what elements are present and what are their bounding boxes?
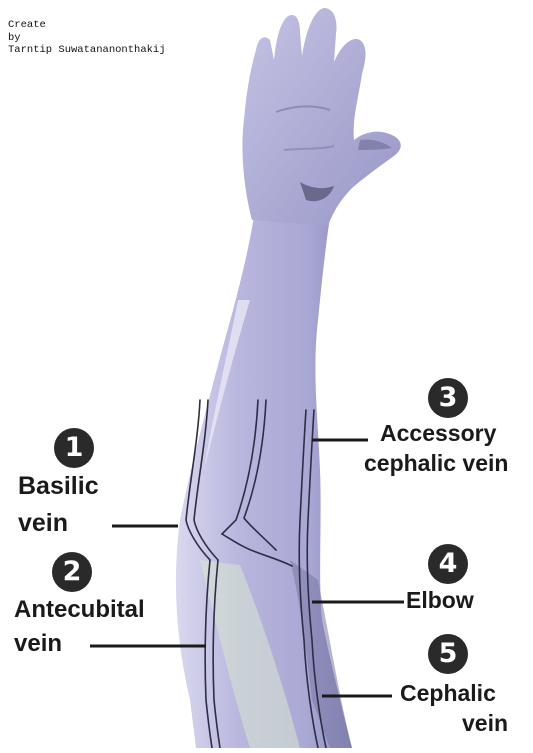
label-cephalic-line1: Cephalic (400, 680, 496, 707)
credit-line-2: by (8, 32, 21, 44)
label-antecubital-line2: vein (14, 630, 62, 658)
label-elbow: Elbow (406, 587, 474, 614)
badge-4: 4 (428, 544, 468, 584)
badge-5: 5 (428, 634, 468, 674)
badge-2: 2 (52, 552, 92, 592)
badge-1: 1 (54, 428, 94, 468)
badge-3: 3 (428, 378, 468, 418)
author-credit: Create by Tarntip Suwatananonthakij (8, 19, 166, 57)
label-accessory-line1: Accessory (380, 420, 496, 447)
label-basilic-line1: Basilic (18, 472, 99, 501)
label-cephalic-line2: vein (462, 710, 508, 737)
label-antecubital-line1: Antecubital (14, 596, 145, 624)
credit-line-3: Tarntip Suwatananonthakij (8, 44, 166, 56)
label-accessory-line2: cephalic vein (364, 450, 508, 477)
credit-line-1: Create (8, 19, 46, 31)
label-basilic-line2: vein (18, 509, 68, 538)
